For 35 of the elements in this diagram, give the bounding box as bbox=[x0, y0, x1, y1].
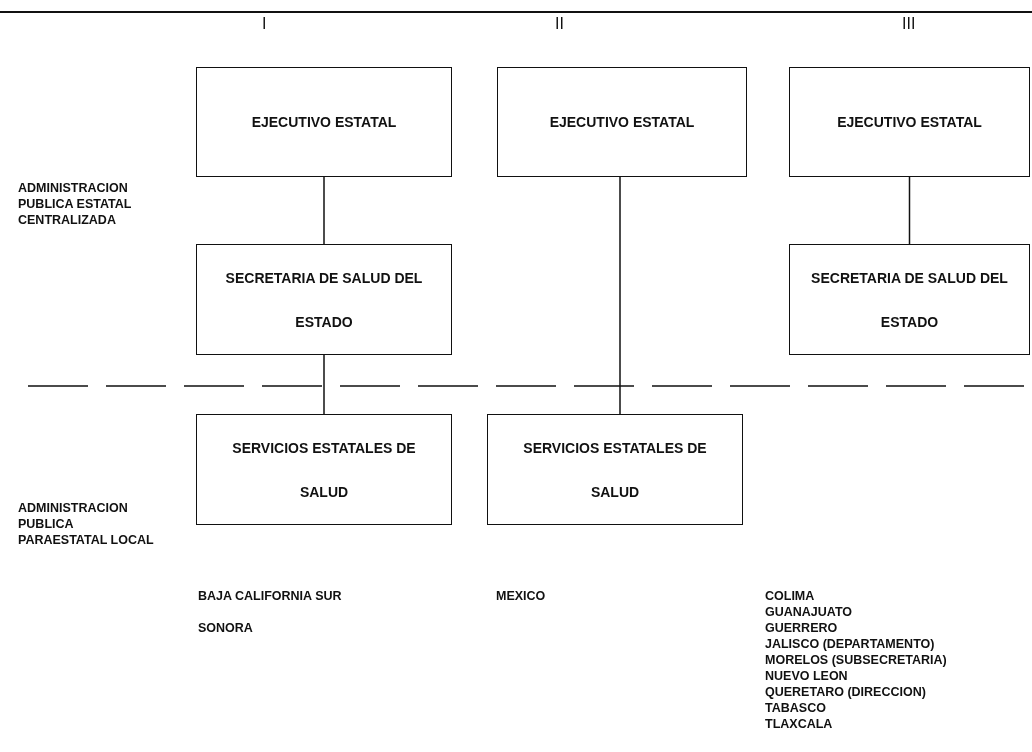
state-name: QUERETARO (DIRECCION) bbox=[765, 684, 926, 700]
state-name: COLIMA bbox=[765, 588, 815, 604]
state-name: SONORA bbox=[198, 620, 253, 636]
state-name: BAJA CALIFORNIA SUR bbox=[198, 588, 342, 604]
box-label: SERVICIOS ESTATALES DE SALUD bbox=[522, 438, 708, 502]
box-label: SERVICIOS ESTATALES DE SALUD bbox=[231, 438, 417, 502]
state-name: TABASCO bbox=[765, 700, 826, 716]
org-box bbox=[789, 244, 1030, 355]
box-label: EJECUTIVO ESTATAL bbox=[836, 113, 983, 132]
state-name: TLAXCALA bbox=[765, 716, 833, 732]
state-name: MORELOS (SUBSECRETARIA) bbox=[765, 652, 947, 668]
org-box bbox=[497, 67, 747, 177]
state-name: JALISCO (DEPARTAMENTO) bbox=[765, 636, 935, 652]
connector-line bbox=[908, 176, 911, 245]
roman-numeral: I bbox=[262, 16, 267, 32]
box-label: EJECUTIVO ESTATAL bbox=[250, 113, 398, 132]
org-box bbox=[487, 414, 743, 525]
section-label: ADMINISTRACION PUBLICA PARAESTATAL LOCAL bbox=[18, 500, 155, 548]
org-box bbox=[196, 244, 452, 355]
org-box bbox=[789, 67, 1030, 177]
state-name: MEXICO bbox=[496, 588, 546, 604]
box-label: SECRETARIA DE SALUD DEL ESTADO bbox=[810, 268, 1009, 332]
section-label: ADMINISTRACION PUBLICA ESTATAL CENTRALIZADA bbox=[18, 180, 133, 228]
box-label: EJECUTIVO ESTATAL bbox=[548, 113, 696, 132]
org-box bbox=[196, 67, 452, 177]
state-name: NUEVO LEON bbox=[765, 668, 848, 684]
roman-numeral: II bbox=[555, 16, 564, 32]
roman-numeral: III bbox=[902, 16, 916, 32]
connector-line bbox=[619, 176, 621, 415]
state-name: GUERRERO bbox=[765, 620, 838, 636]
connector-line bbox=[323, 176, 325, 245]
connector-line bbox=[323, 354, 325, 415]
org-box bbox=[196, 414, 452, 525]
box-label: SECRETARIA DE SALUD DEL ESTADO bbox=[224, 268, 424, 332]
state-name: GUANAJUATO bbox=[765, 604, 853, 620]
